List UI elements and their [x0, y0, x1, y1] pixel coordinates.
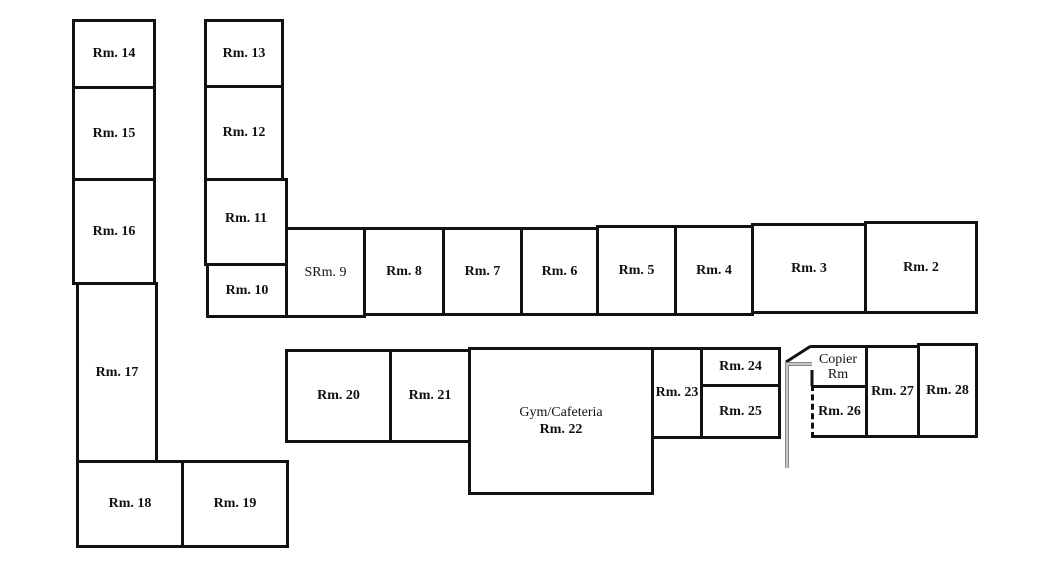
room-2[interactable]: Rm. 2 [864, 221, 978, 314]
room-14[interactable]: Rm. 14 [72, 19, 156, 89]
room-label: Rm. 7 [464, 263, 501, 279]
room-label: Copier [818, 351, 858, 367]
room-label: Rm. 2 [903, 259, 939, 275]
room-8[interactable]: Rm. 8 [363, 227, 445, 316]
room-label: Rm. 17 [95, 364, 139, 380]
room-label: Rm. 20 [317, 388, 360, 403]
room-7[interactable]: Rm. 7 [442, 227, 523, 316]
room-9[interactable]: SRm. 9 [285, 227, 366, 318]
room-3[interactable]: Rm. 3 [751, 223, 867, 314]
room-label: Rm. 21 [408, 388, 452, 403]
room-label: Rm. 26 [818, 403, 861, 419]
room-label: Rm. 12 [222, 125, 266, 140]
room-20[interactable]: Rm. 20 [285, 349, 392, 443]
room-label: Rm. 4 [696, 262, 732, 278]
room-18[interactable]: Rm. 18 [76, 460, 184, 548]
room-label: Rm. 28 [926, 382, 969, 398]
room-13[interactable]: Rm. 13 [204, 19, 284, 88]
room-25[interactable]: Rm. 25 [700, 384, 781, 439]
room-label: SRm. 9 [304, 264, 347, 280]
room-label: Rm. 10 [225, 282, 269, 298]
room-label: Rm. 14 [92, 46, 136, 61]
room-label: Rm. 24 [719, 359, 762, 374]
room-label: Rm. 13 [222, 45, 266, 61]
room-16[interactable]: Rm. 16 [72, 178, 156, 285]
room-label: Rm. 5 [618, 262, 655, 278]
room-label: Rm. 25 [719, 403, 762, 419]
room-label: Rm. 3 [791, 260, 827, 276]
room-label: Rm. 6 [541, 263, 578, 279]
room-19[interactable]: Rm. 19 [181, 460, 289, 548]
room-label: Rm. 18 [108, 496, 152, 511]
room-label: Rm. 15 [92, 125, 136, 141]
room-label: Rm. 27 [871, 383, 914, 399]
room-21[interactable]: Rm. 21 [389, 349, 471, 443]
room-label: Rm. 22 [539, 422, 583, 437]
room-label: Rm. 11 [225, 211, 267, 226]
room-label: Rm. 23 [655, 385, 699, 400]
room-28[interactable]: Rm. 28 [917, 343, 978, 438]
partition-wall [785, 362, 812, 468]
diagonal-wall [785, 344, 812, 364]
room-6[interactable]: Rm. 6 [520, 227, 599, 316]
room-23[interactable]: Rm. 23 [651, 347, 703, 439]
room-label: Rm [827, 366, 849, 382]
room-label: Rm. 19 [213, 496, 257, 511]
room-name: Gym/Cafeteria [519, 405, 603, 420]
room-11[interactable]: Rm. 11 [204, 178, 288, 266]
room-label: Rm. 8 [386, 263, 422, 279]
room-label: Rm. 16 [92, 223, 136, 239]
